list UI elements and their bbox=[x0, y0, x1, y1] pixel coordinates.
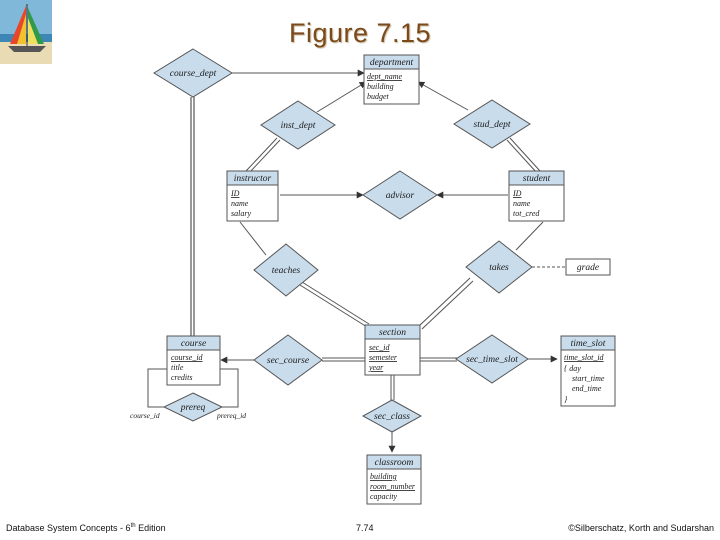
relationship-sec-course: sec_course bbox=[253, 334, 323, 386]
time-slot-attr: time_slot_id bbox=[564, 353, 605, 362]
relationship-sec-time-slot: sec_time_slot bbox=[455, 334, 529, 384]
instructor-attr: ID bbox=[230, 189, 240, 198]
department-attr: dept_name bbox=[367, 72, 403, 81]
sailboat-logo bbox=[0, 0, 52, 64]
footer-book-title: Database System Concepts - 6th Edition bbox=[6, 523, 166, 533]
time-slot-attr: } bbox=[564, 395, 568, 404]
classroom-attr: building bbox=[370, 472, 397, 481]
svg-text:prereq: prereq bbox=[180, 403, 206, 413]
student-title: student bbox=[523, 174, 551, 184]
time-slot-attr: { day bbox=[564, 364, 581, 373]
role-label-course-id: course_id bbox=[130, 411, 160, 420]
course-attr: title bbox=[171, 363, 184, 372]
svg-text:teaches: teaches bbox=[272, 266, 301, 276]
classroom-attr: room_number bbox=[370, 482, 416, 491]
student-attr: name bbox=[513, 199, 531, 208]
footer-page-number: 7.74 bbox=[356, 523, 374, 533]
classroom-title: classroom bbox=[375, 458, 414, 468]
entity-student: student ID name tot_cred bbox=[508, 170, 565, 222]
time-slot-attr: end_time bbox=[572, 384, 602, 393]
section-attr: semester bbox=[369, 353, 398, 362]
relationship-teaches: teaches bbox=[253, 243, 319, 297]
section-attr: sec_id bbox=[369, 343, 390, 352]
connector-lines bbox=[147, 69, 566, 453]
relationship-inst-dept: inst_dept bbox=[260, 100, 336, 150]
footer-copyright: ©Silberschatz, Korth and Sudarshan bbox=[568, 523, 714, 533]
instructor-title: instructor bbox=[234, 174, 272, 184]
course-attr: credits bbox=[171, 373, 192, 382]
svg-text:sec_class: sec_class bbox=[374, 412, 410, 422]
department-attr: budget bbox=[367, 92, 390, 101]
department-title: department bbox=[370, 58, 414, 68]
relationship-sec-class: sec_class bbox=[361, 399, 423, 433]
time-slot-attr: start_time bbox=[572, 374, 605, 383]
relationship-advisor: advisor bbox=[362, 170, 438, 220]
instructor-attr: salary bbox=[231, 209, 251, 218]
svg-text:inst_dept: inst_dept bbox=[281, 121, 316, 131]
entity-section: section sec_id semester year bbox=[364, 324, 421, 376]
classroom-attr: capacity bbox=[370, 492, 398, 501]
svg-text:sec_course: sec_course bbox=[267, 356, 309, 366]
relationship-stud-dept: stud_dept bbox=[453, 99, 531, 149]
department-attr: building bbox=[367, 82, 394, 91]
instructor-attr: name bbox=[231, 199, 249, 208]
relationship-prereq: prereq bbox=[162, 392, 224, 422]
time-slot-title: time_slot bbox=[571, 339, 606, 349]
relationship-takes: takes bbox=[465, 240, 533, 294]
entity-classroom: classroom building room_number capacity bbox=[366, 454, 422, 505]
section-title: section bbox=[379, 328, 406, 338]
svg-text:sec_time_slot: sec_time_slot bbox=[466, 355, 518, 365]
student-attr: tot_cred bbox=[513, 209, 540, 218]
course-title: course bbox=[181, 339, 206, 349]
er-diagram: department dept_name building budget ins… bbox=[130, 48, 616, 505]
entity-course: course course_id title credits bbox=[166, 335, 221, 386]
svg-text:grade: grade bbox=[577, 263, 599, 273]
figure-title: Figure 7.15 bbox=[288, 18, 432, 48]
section-attr: year bbox=[368, 363, 384, 372]
relationship-course-dept: course_dept bbox=[153, 48, 233, 98]
svg-text:takes: takes bbox=[489, 263, 509, 273]
attribute-grade: grade bbox=[565, 258, 611, 276]
role-label-prereq-id: prereq_id bbox=[216, 411, 246, 420]
entity-time-slot: time_slot time_slot_id { day start_time … bbox=[560, 335, 616, 407]
svg-text:course_dept: course_dept bbox=[170, 69, 217, 79]
entity-department: department dept_name building budget bbox=[363, 54, 420, 105]
entity-instructor: instructor ID name salary bbox=[226, 170, 279, 222]
svg-text:stud_dept: stud_dept bbox=[474, 120, 511, 130]
student-attr: ID bbox=[512, 189, 522, 198]
course-attr: course_id bbox=[171, 353, 204, 362]
svg-text:advisor: advisor bbox=[386, 191, 415, 201]
